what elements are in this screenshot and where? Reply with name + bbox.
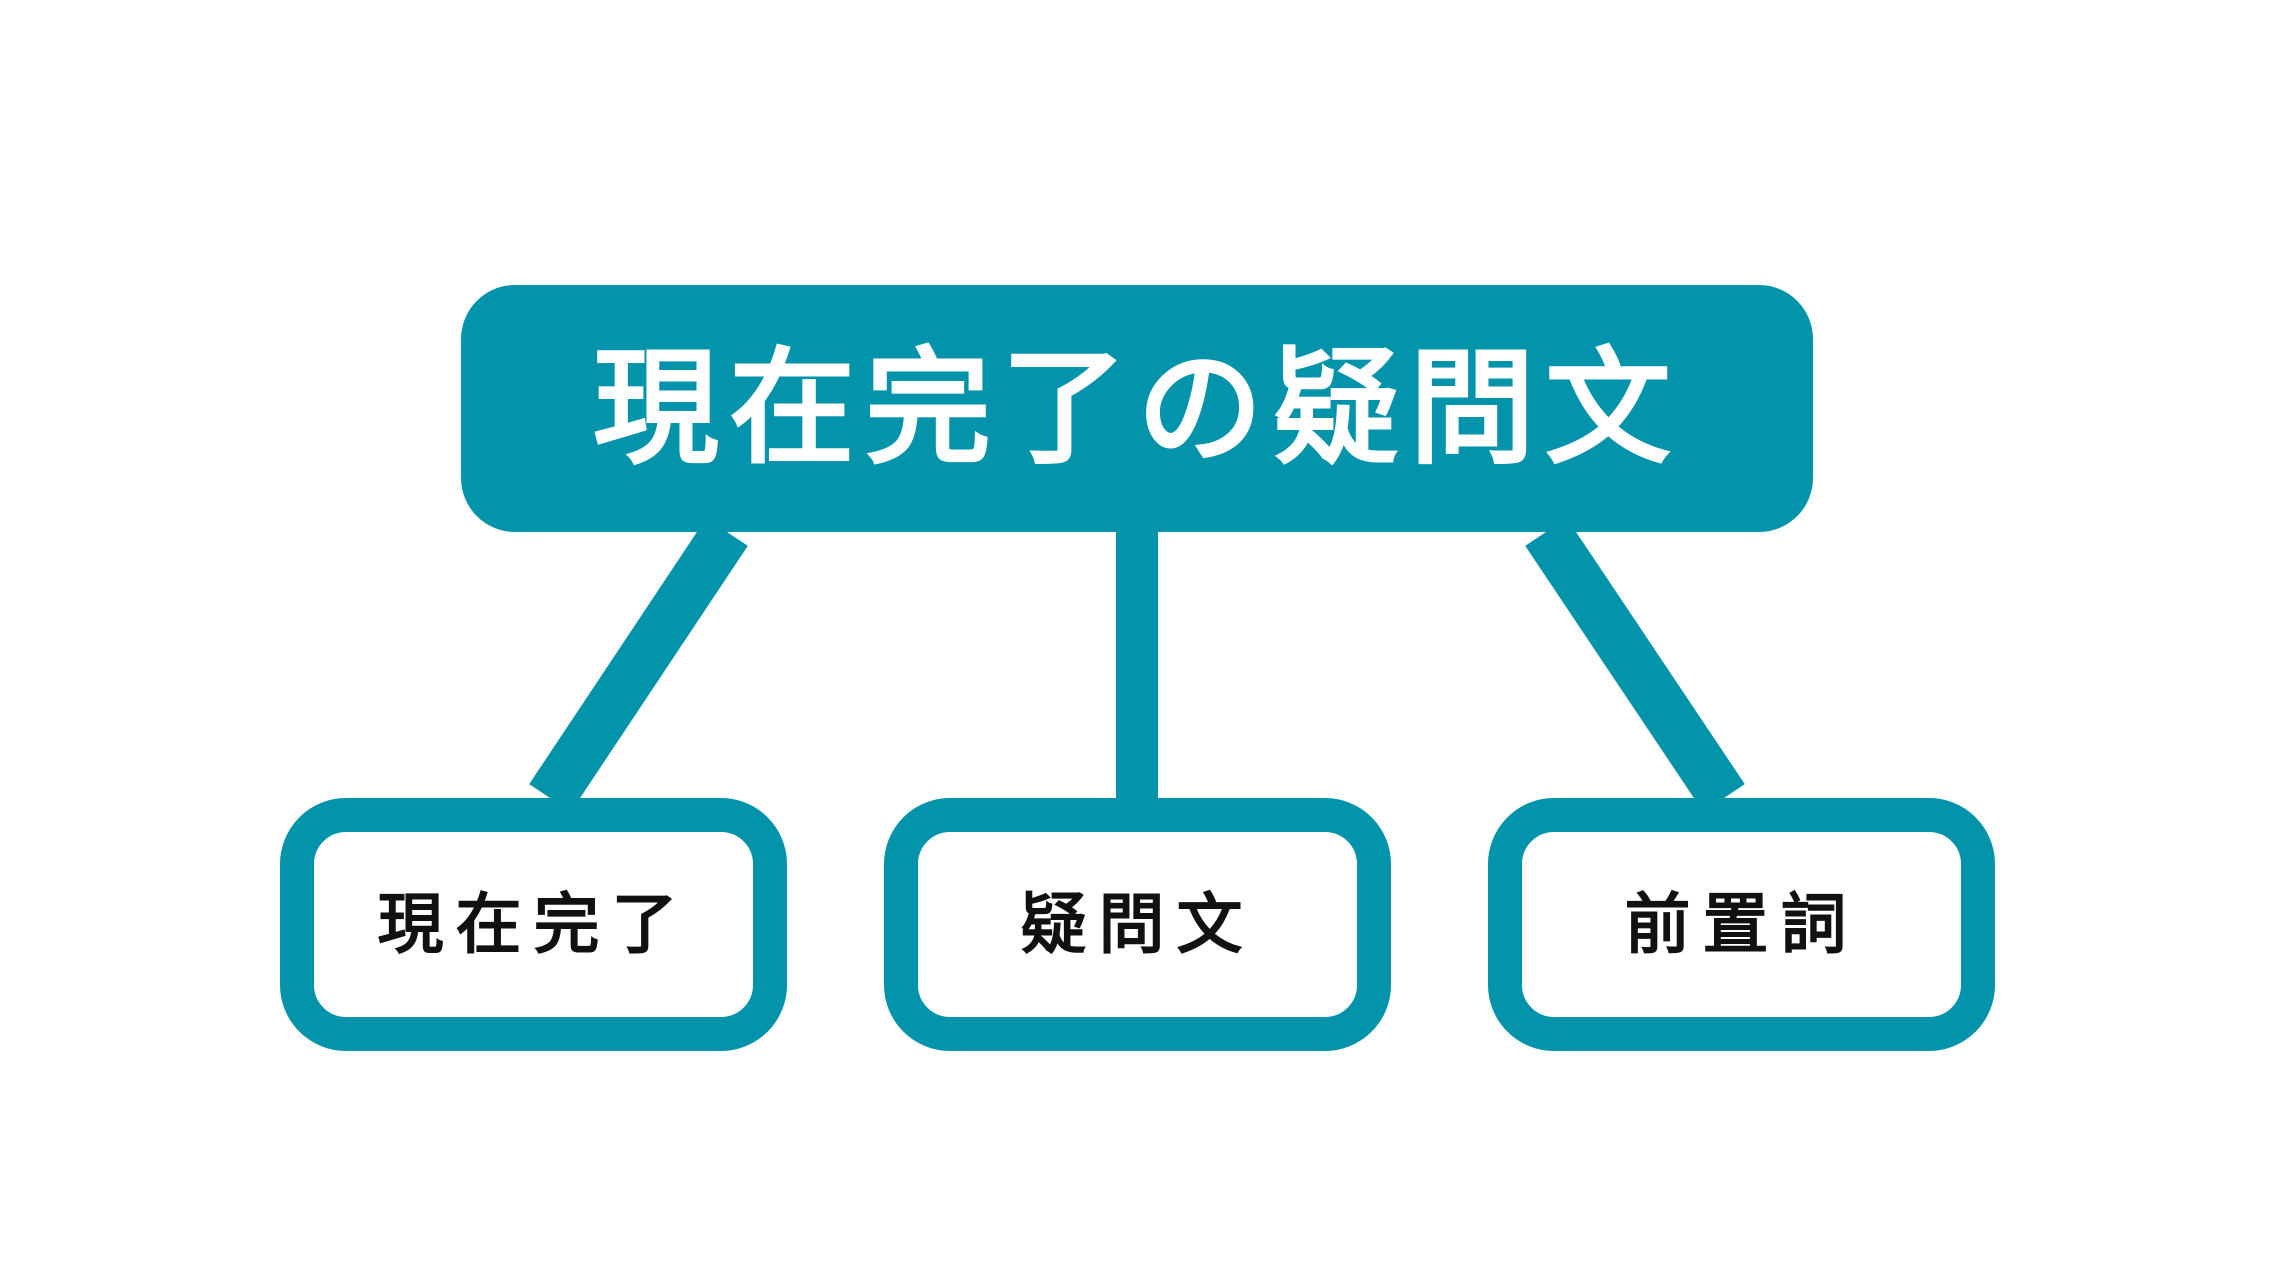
child-node-label: 現在完了	[377, 885, 690, 963]
child-node-label: 疑問文	[1020, 885, 1255, 963]
child-node-present-perfect: 現在完了	[280, 798, 787, 1051]
child-node-preposition: 前置詞	[1488, 798, 1995, 1051]
root-node-label: 現在完了の疑問文	[593, 334, 1681, 482]
root-node: 現在完了の疑問文	[461, 285, 1813, 532]
connector-right	[1525, 518, 1745, 812]
connector-left	[529, 518, 748, 812]
child-node-label: 前置詞	[1624, 885, 1859, 963]
child-node-question: 疑問文	[884, 798, 1391, 1051]
